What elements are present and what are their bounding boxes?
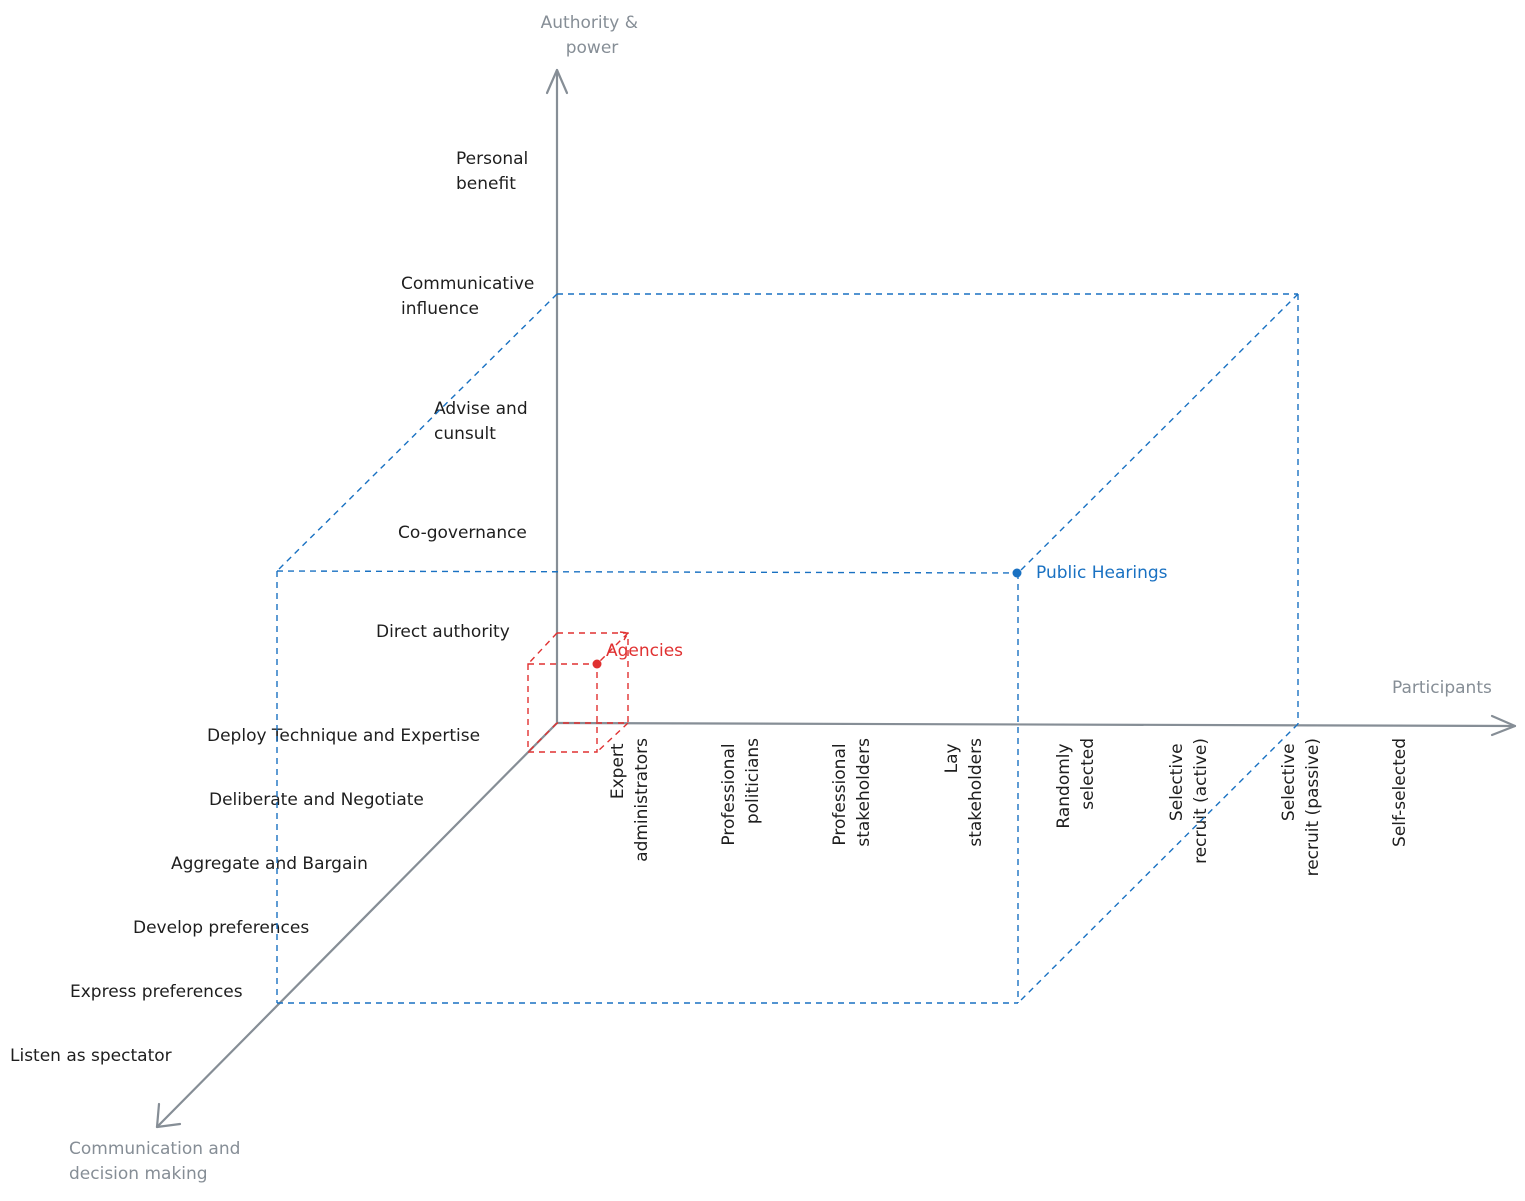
cube-back-face [557,632,629,724]
diagonal-axis [155,721,559,1129]
communication-mode-label: Aggregate and Bargain [171,854,368,874]
vertical-axis-title: Authority & power [541,13,644,58]
diagonal-axis-arrowhead [155,1102,182,1129]
communication-mode-label: Deliberate and Negotiate [209,790,424,810]
participant-label: Selective recruit (passive) [1279,738,1323,876]
communication-mode-label: Listen as spectator [10,1046,172,1066]
participant-label: Randomly selected [1054,738,1098,829]
participant-label: Lay stakeholders [942,738,986,847]
participant-labels: Expert administrators Professional polit… [608,738,1410,877]
agencies-cube: Agencies [527,631,683,753]
authority-level-label: Communicative influence [401,274,540,319]
agencies-point [592,659,602,669]
horizontal-axis-title: Participants [1392,678,1492,698]
participant-label: Self-selected [1390,738,1410,847]
communication-mode-label: Deploy Technique and Expertise [207,726,480,746]
participant-label: Professional stakeholders [830,738,874,847]
depth-top-right-edge [1017,293,1299,574]
public-hearings-cuboid: Public Hearings [276,293,1299,1004]
front-top-edge [276,570,1018,574]
communication-mode-labels: Deploy Technique and Expertise Deliberat… [10,726,480,1066]
authority-level-label: Co-governance [398,523,527,543]
horizontal-axis [555,721,1517,728]
cube-arrow [619,631,630,641]
authority-level-label: Direct authority [376,622,510,642]
cube-front-face [527,663,598,753]
communication-mode-label: Express preferences [70,982,243,1002]
agencies-label: Agencies [606,641,683,661]
axes [155,68,1517,1129]
authority-level-label: Advise and cunsult [434,399,533,444]
authority-level-labels: Personal benefit Communicative influence… [376,149,540,642]
participant-label: Expert administrators [608,738,652,862]
participant-label: Selective recruit (active) [1167,738,1211,864]
communication-mode-label: Develop preferences [133,918,309,938]
authority-level-label: Personal benefit [456,149,534,194]
vertical-axis-arrowhead [545,68,569,95]
public-hearings-point [1012,568,1022,578]
diagonal-axis-title: Communication and decision making [69,1139,246,1184]
participant-label: Professional politicians [719,738,763,846]
horizontal-axis-arrowhead [1490,714,1517,737]
public-hearings-label: Public Hearings [1036,563,1168,583]
